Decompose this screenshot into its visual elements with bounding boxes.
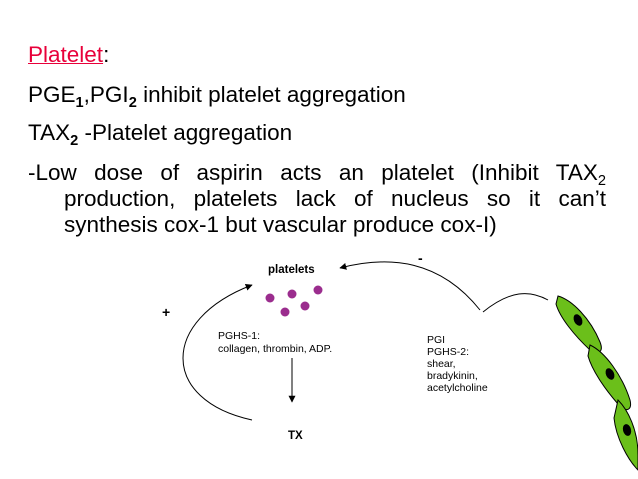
- heading: Platelet:: [28, 42, 109, 68]
- line2-pge: PGE: [28, 82, 76, 107]
- plus-sign: +: [162, 304, 171, 320]
- platelet-dot: [265, 293, 275, 303]
- heading-colon: :: [103, 42, 110, 67]
- inhibit-arrow: [339, 261, 481, 311]
- line3-tax-sub: 2: [70, 133, 79, 150]
- line3-tax: TAX: [28, 120, 71, 145]
- minus-sign: -: [418, 250, 423, 266]
- line3-rest: -Platelet aggregation: [78, 120, 293, 145]
- pghs1-detail: collagen, thrombin, ADP.: [218, 343, 333, 355]
- pgi-line: acetylcholine: [427, 382, 488, 394]
- pgi-line: shear,: [427, 358, 456, 370]
- platelet-dot: [280, 307, 290, 317]
- endothelial-cells: [555, 295, 638, 471]
- pgi-line: PGHS-2:: [427, 346, 470, 358]
- para-part2: production, platelets lack of nucleus so…: [64, 186, 606, 237]
- line2-pgi: ,PGI: [83, 82, 129, 107]
- line2-pge-sub: 1: [75, 95, 84, 112]
- line2-pgi-sub: 2: [128, 95, 137, 112]
- para-part1: -Low dose of aspirin acts an platelet (I…: [28, 160, 598, 185]
- para-sub: 2: [597, 173, 606, 190]
- platelets-label: platelets: [268, 264, 315, 276]
- pghs1-title: PGHS-1:: [218, 330, 261, 342]
- pgi-connector: [482, 293, 549, 313]
- stimulate-arrow: [182, 283, 253, 421]
- heading-word: Platelet: [28, 42, 104, 67]
- platelet-dot: [300, 301, 310, 311]
- aspirin-paragraph: -Low dose of aspirin acts an platelet (I…: [18, 160, 606, 238]
- line-pge-pgi: PGE1,PGI2 inhibit platelet aggregation: [28, 82, 406, 112]
- pgi-line: bradykinin,: [427, 370, 478, 382]
- tx-label: TX: [288, 430, 303, 442]
- pgi-line: PGI: [427, 334, 446, 346]
- line-tax: TAX2 -Platelet aggregation: [28, 120, 293, 150]
- line2-rest: inhibit platelet aggregation: [136, 82, 406, 107]
- platelet-dot: [287, 289, 297, 299]
- platelet-dot: [313, 285, 323, 295]
